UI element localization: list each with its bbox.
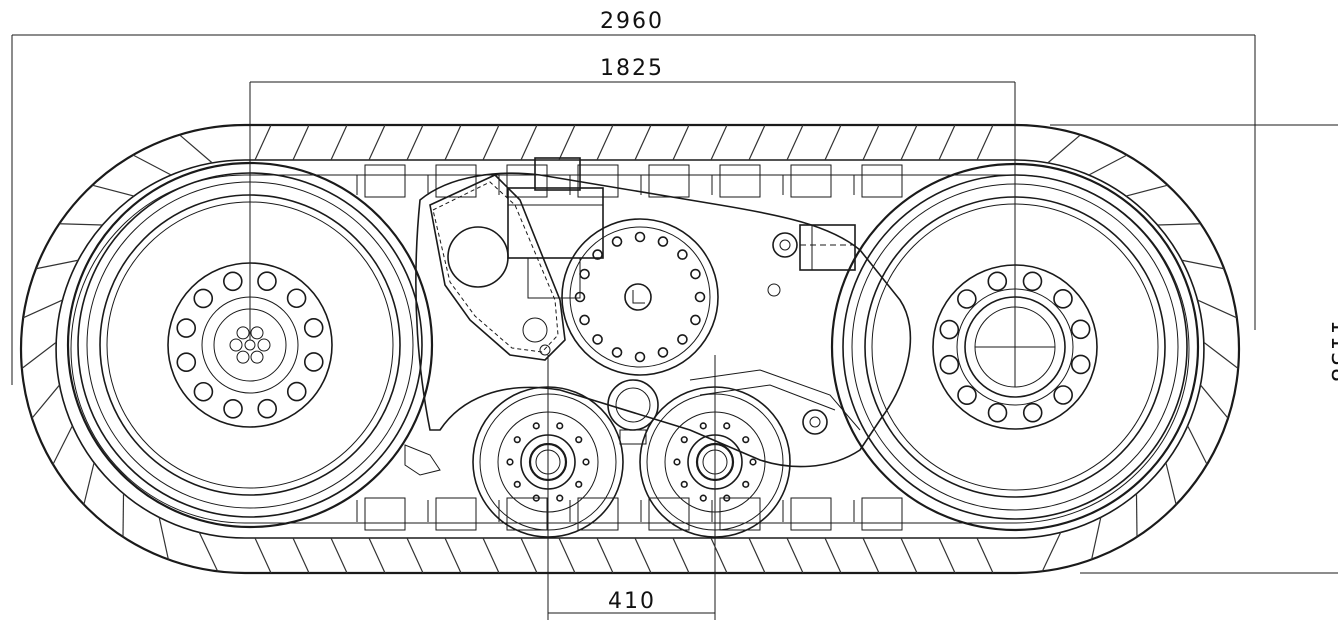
dimension-label-wheel-center-distance: 1825 bbox=[600, 56, 664, 81]
final-drive-bolts bbox=[574, 231, 706, 363]
track-guide-blocks-top bbox=[356, 164, 903, 198]
road-roller-right bbox=[639, 386, 791, 538]
dimension-label-roller-spacing: 410 bbox=[608, 589, 656, 614]
dimension-label-height: 1138 bbox=[1326, 320, 1338, 384]
right-drive-wheel bbox=[830, 162, 1200, 532]
track-belt bbox=[19, 123, 1241, 575]
track-guide-blocks-bottom bbox=[356, 497, 903, 531]
dimension-roller-spacing: 410 bbox=[547, 355, 716, 620]
track-tread-lugs bbox=[21, 124, 1239, 574]
left-drive-wheel bbox=[66, 161, 434, 529]
dimension-wheel-center-distance: 1825 bbox=[249, 56, 1016, 345]
left-wheel-hub-center bbox=[229, 326, 271, 364]
central-frame bbox=[404, 157, 912, 476]
dimension-height: 1138 bbox=[1050, 124, 1338, 574]
dimension-overall-length: 2960 bbox=[11, 9, 1256, 385]
tensioner-cylinder bbox=[767, 224, 856, 297]
left-wheel-hub-bolts bbox=[176, 271, 324, 419]
right-wheel-hub-bolts bbox=[939, 271, 1091, 423]
road-roller-left bbox=[472, 386, 624, 538]
dimension-label-overall-length: 2960 bbox=[600, 9, 664, 34]
